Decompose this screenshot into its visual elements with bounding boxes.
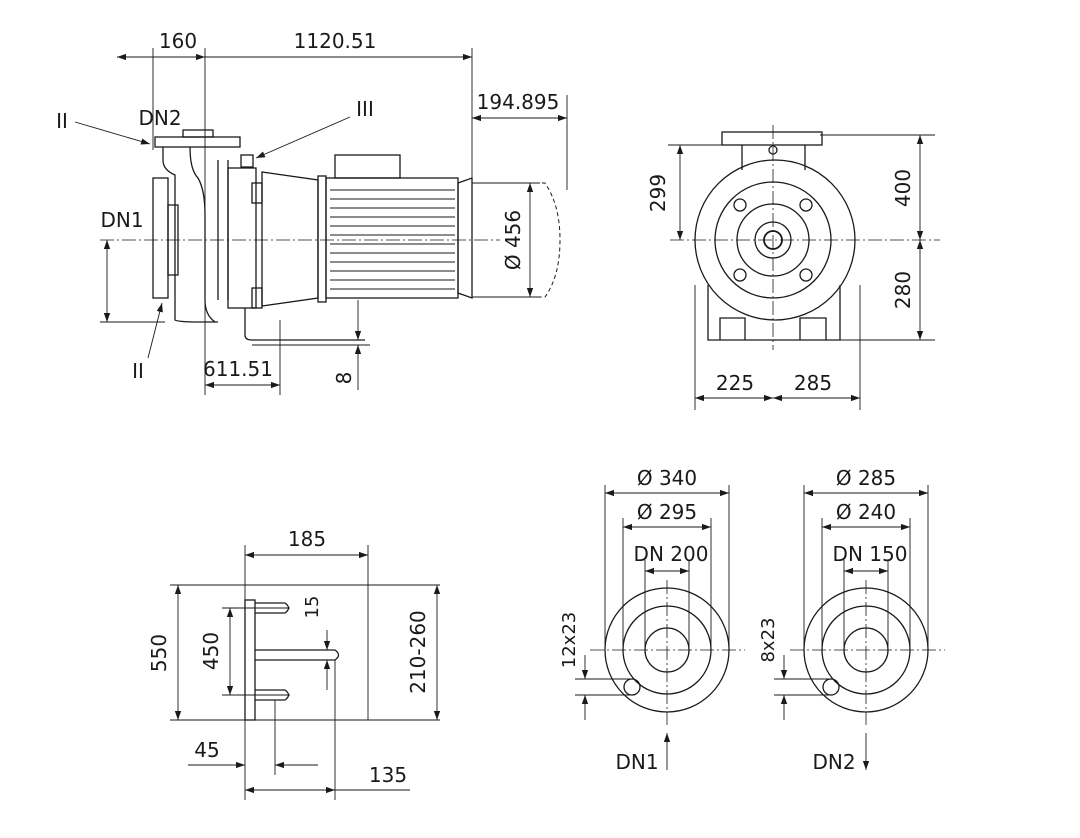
dim-label-285: 285 — [794, 371, 832, 395]
dim-label-range: 210-260 — [406, 610, 430, 694]
dim-label-bottom: 611.51 — [203, 357, 273, 381]
foot-view: 185 550 450 15 210-260 45 135 — [147, 527, 441, 800]
leader-ii-bottom — [147, 302, 163, 359]
bearing-bracket — [217, 160, 229, 300]
dim-label-dn1-outer: Ø 340 — [637, 466, 697, 490]
front-feet — [719, 317, 827, 340]
motor-fins — [330, 189, 455, 290]
vent-plug — [240, 154, 254, 168]
dim-label-motor-dia: Ø 456 — [501, 210, 525, 270]
dim-label-160: 160 — [159, 29, 197, 53]
dim-label-foot: 8 — [332, 372, 356, 385]
dim-label-dn1-holes: 12x23 — [559, 612, 580, 668]
front-bolt-hole — [733, 198, 747, 212]
dim-label-dn2-outer: Ø 285 — [836, 466, 896, 490]
outlet-flange-top — [182, 129, 214, 138]
outlet-flange-dn2 — [154, 136, 241, 148]
front-bolt-hole — [733, 268, 747, 282]
dim-label-225: 225 — [716, 371, 754, 395]
label-dn1: DN1 — [100, 208, 143, 232]
leader-iii — [255, 116, 351, 159]
label-dn2-flange: DN2 — [812, 750, 855, 774]
inlet-flange-dn1 — [152, 177, 169, 299]
flange-dn1-hole — [623, 678, 641, 696]
bolt — [251, 287, 263, 309]
dim-label-299: 299 — [646, 174, 670, 212]
front-bolt-hole — [799, 268, 813, 282]
label-dn1-flange: DN1 — [615, 750, 658, 774]
dim-label-400: 400 — [891, 169, 915, 207]
dim-label-135: 135 — [369, 763, 407, 787]
dim-label-dn2-holes: 8x23 — [758, 617, 779, 662]
pump-volute-inner — [189, 146, 216, 323]
bolt — [251, 182, 263, 204]
dim-label-length: 1120.51 — [294, 29, 377, 53]
leader-ii-top — [74, 121, 151, 145]
dim-label-185: 185 — [288, 527, 326, 551]
dim-label-280: 280 — [891, 271, 915, 309]
front-bolt-hole — [799, 198, 813, 212]
dim-label-dn2-bolt: Ø 240 — [836, 500, 896, 524]
dim-label-motor-extra: 194.895 — [477, 90, 560, 114]
pump-volute — [162, 147, 218, 323]
label-dn2: DN2 — [138, 106, 181, 130]
front-view: 299 400 280 225 285 — [646, 125, 940, 410]
foot-plate — [244, 599, 256, 721]
lantern — [227, 167, 257, 309]
dim-label-550: 550 — [147, 634, 171, 672]
side-view: 160 1120.51 194.895 Ø 456 DN2 DN1 II II … — [56, 29, 568, 395]
terminal-box — [334, 154, 401, 179]
front-outlet-neck — [741, 145, 806, 170]
motor-removal-space — [472, 182, 561, 298]
motor-fan-cover — [457, 177, 473, 299]
label-detail-ii-top: II — [56, 109, 68, 133]
motor-adapter — [261, 171, 319, 307]
dim-label-dn1-nominal: DN 200 — [634, 542, 709, 566]
dim-label-450: 450 — [199, 632, 223, 670]
dim-label-15: 15 — [302, 596, 323, 619]
dim-label-dn2-nominal: DN 150 — [833, 542, 908, 566]
label-detail-iii: III — [356, 97, 374, 121]
foot-slot-mid — [255, 649, 340, 661]
flange-dn1-view: Ø 340 Ø 295 DN 200 12x23 DN1 — [559, 466, 745, 774]
motor-flange — [317, 175, 327, 303]
dim-label-dn1-bolt: Ø 295 — [637, 500, 697, 524]
flange-dn2-hole — [822, 678, 840, 696]
front-base — [707, 285, 841, 341]
dim-label-45: 45 — [194, 738, 219, 762]
label-detail-ii-bottom: II — [132, 359, 144, 383]
base-pipe — [244, 308, 365, 341]
flange-dn2-view: Ø 285 Ø 240 DN 150 8x23 DN2 — [758, 466, 945, 774]
front-outlet-flange — [721, 131, 823, 146]
